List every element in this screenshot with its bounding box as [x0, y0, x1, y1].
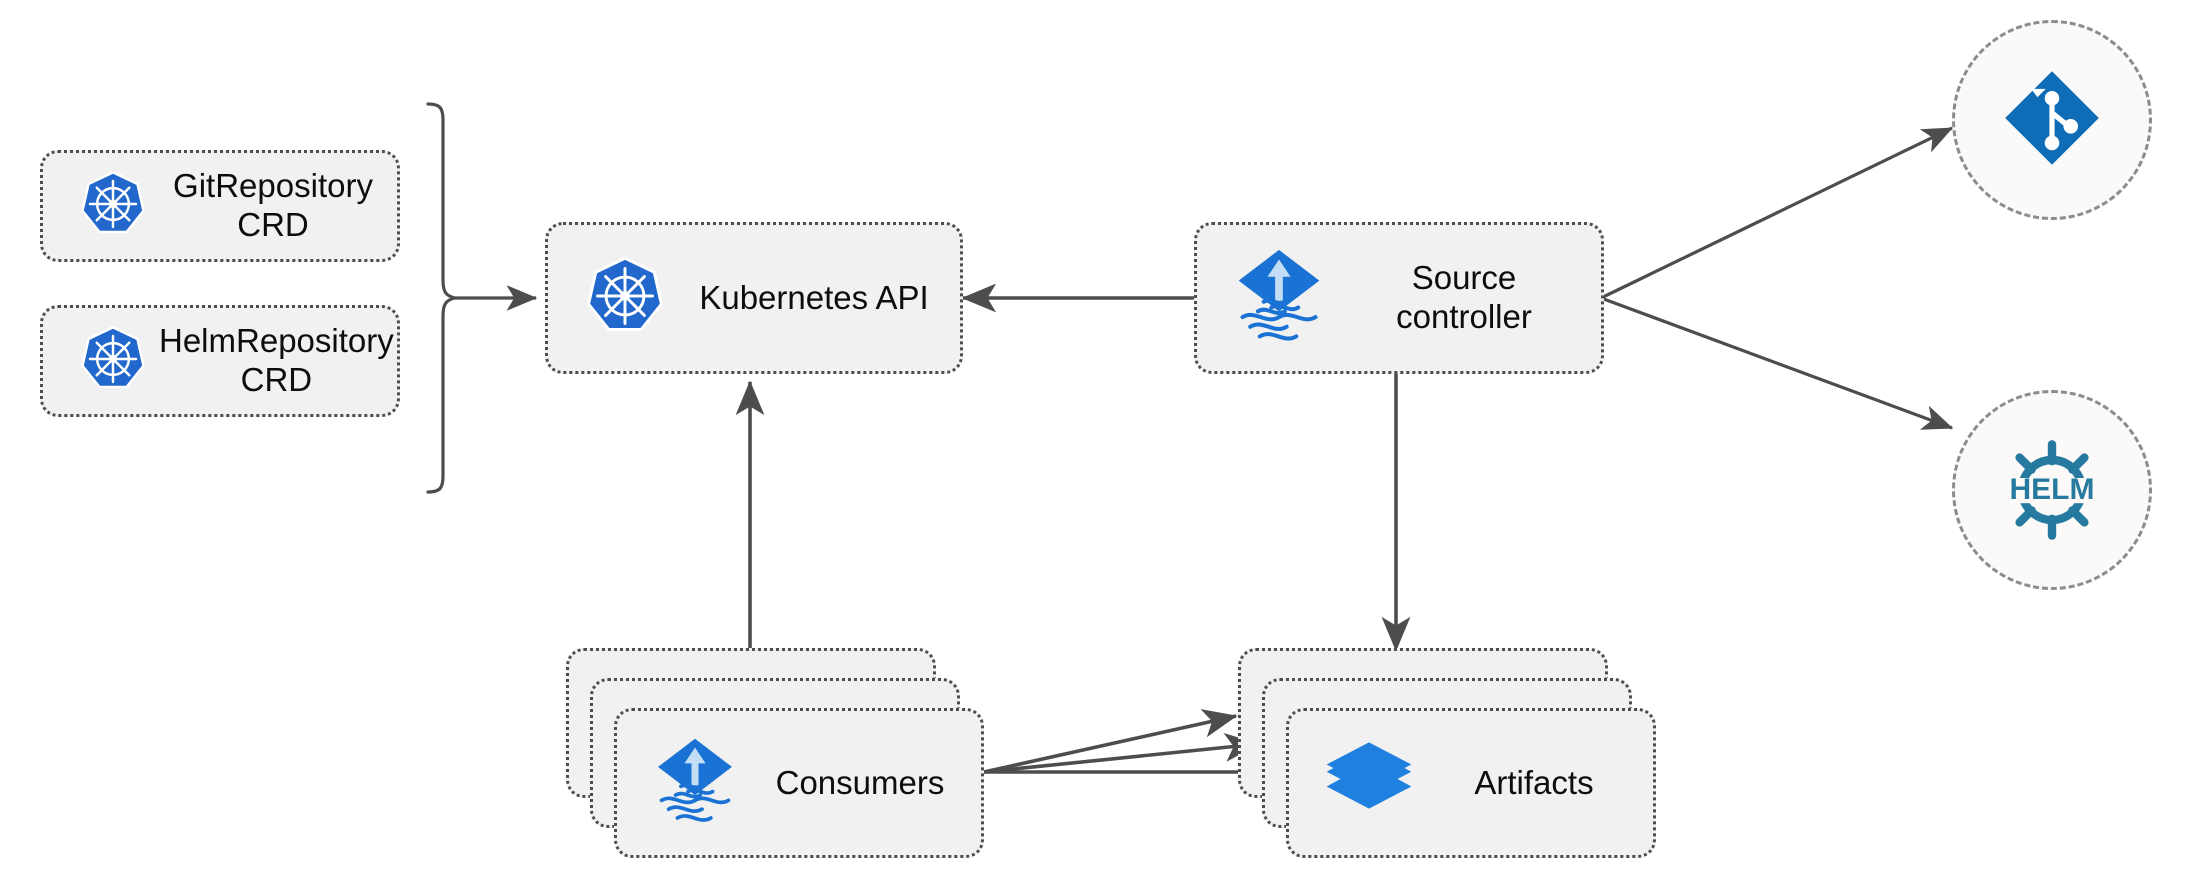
crd-group-brace	[426, 102, 457, 494]
helm-wordmark: HELM	[2009, 473, 2095, 506]
flux-icon	[651, 733, 739, 834]
helm-icon: HELM	[1992, 430, 2112, 550]
node-git-repository-crd[interactable]: GitRepository CRD	[40, 150, 400, 262]
arrow-consumers-to-artifacts-1	[983, 709, 1238, 774]
node-label-helm-repository-crd: HelmRepository CRD	[159, 322, 394, 398]
git-icon	[2000, 66, 2104, 175]
layers-icon	[1323, 735, 1415, 832]
node-label-artifacts: Artifacts	[1474, 763, 1594, 801]
kubernetes-icon	[582, 253, 668, 344]
node-git-repo[interactable]	[1952, 20, 2152, 220]
arrow-source-controller-to-helm-repo	[1600, 296, 1954, 430]
node-artifacts[interactable]: Artifacts	[1286, 708, 1656, 858]
flux-icon	[1231, 244, 1327, 353]
node-label-consumers: Consumers	[775, 763, 945, 801]
node-label-kubernetes-api: Kubernetes API	[699, 278, 929, 316]
node-helm-repo[interactable]: HELM	[1952, 390, 2152, 590]
arrow-source-controller-to-git-repo	[1600, 126, 1954, 300]
kubernetes-icon	[77, 168, 149, 245]
node-kubernetes-api[interactable]: Kubernetes API	[545, 222, 963, 374]
node-label-git-repository-crd: GitRepository CRD	[173, 167, 373, 243]
kubernetes-icon	[77, 323, 149, 400]
node-consumers[interactable]: Consumers	[614, 708, 984, 858]
node-source-controller[interactable]: Source controller	[1194, 222, 1604, 374]
node-helm-repository-crd[interactable]: HelmRepository CRD	[40, 305, 400, 417]
arrow-consumers-to-artifacts-2	[983, 733, 1260, 774]
node-label-source-controller: Source controller	[1396, 259, 1532, 335]
